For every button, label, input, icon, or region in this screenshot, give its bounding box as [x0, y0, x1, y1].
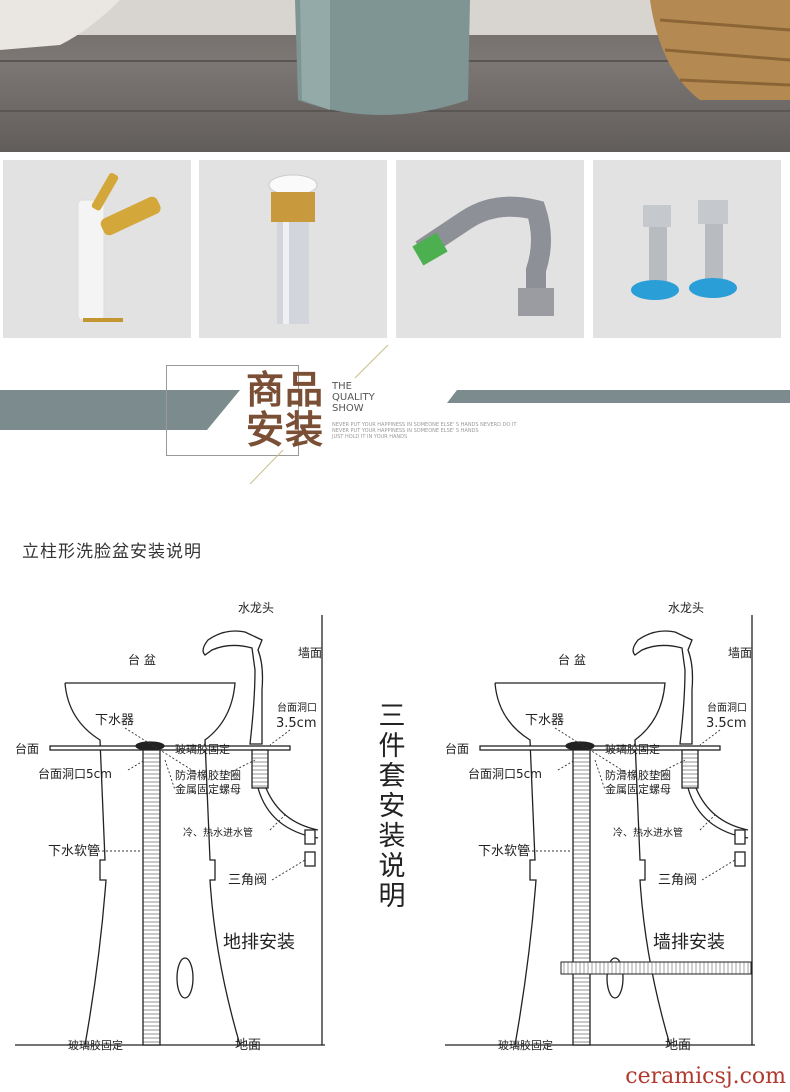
label-glass-glue: 玻璃胶固定: [175, 742, 230, 756]
label-faucet: 水龙头: [238, 601, 274, 615]
floor-drain-diagram: [15, 615, 325, 1046]
banner-en-line: QUALITY: [332, 392, 375, 403]
label-drain-hose: 下水软管: [478, 844, 530, 859]
label-drain-hose: 下水软管: [48, 844, 100, 859]
section-title: 立柱形洗脸盆安装说明: [22, 542, 202, 562]
vertical-char: 装: [378, 821, 406, 852]
hero-photo: [0, 0, 790, 152]
banner-english: THE QUALITY SHOW: [332, 381, 375, 414]
valve-icon: [631, 200, 737, 300]
watermark: ceramicsj.com: [625, 1064, 786, 1089]
vertical-char: 套: [378, 761, 406, 792]
banner-decoration: [0, 344, 790, 485]
label-install-type: 地排安装: [223, 932, 295, 953]
label-counter-hole: 台面洞口: [707, 701, 747, 714]
label-inlet-pipe: 冷、热水进水管: [613, 826, 683, 839]
label-floor: 地面: [235, 1038, 261, 1053]
label-nut: 金属固定螺母: [605, 782, 671, 796]
label-install-type: 墙排安装: [653, 932, 725, 953]
label-basin: 台 盆: [558, 652, 586, 667]
label-inlet-pipe: 冷、热水进水管: [183, 826, 253, 839]
label-angle-valve: 三角阀: [658, 873, 697, 888]
faucet-drawing: [202, 630, 264, 745]
banner-slogan: JUST HOLD IT IN YOUR HANDS: [332, 434, 408, 440]
label-faucet: 水龙头: [668, 601, 704, 615]
label-glass-glue-bottom: 玻璃胶固定: [68, 1038, 123, 1052]
vertical-char: 说: [378, 851, 406, 882]
banner-slogan: NEVER PUT YOUR HAPPINESS IN SOMEONE ELSE…: [332, 428, 479, 434]
drain-icon: [268, 174, 318, 324]
vertical-char: 件: [378, 731, 406, 762]
hero-scene: [0, 0, 790, 115]
label-wall: 墙面: [298, 646, 322, 660]
label-counter-hole: 台面洞口: [277, 701, 317, 714]
thumb-hose[interactable]: [396, 160, 584, 338]
label-size: 3.5cm: [276, 716, 317, 731]
thumb-drain[interactable]: [199, 160, 387, 338]
drain-hose-pipe: [142, 749, 161, 1046]
banner-title-line1: 商品: [246, 368, 325, 412]
thumb-faucet[interactable]: [3, 160, 191, 338]
label-counter-hole-5: 台面洞口5cm: [468, 766, 542, 781]
label-counter-hole-5: 台面洞口5cm: [38, 766, 112, 781]
thumb-angle-valves[interactable]: [593, 160, 781, 338]
label-size: 3.5cm: [706, 716, 747, 731]
banner-title: 商品 安装: [246, 370, 324, 450]
banner-slogan: NEVER PUT YOUR HAPPINESS IN SOMEONE ELSE…: [332, 422, 517, 428]
label-washer: 防滑橡胶垫圈: [605, 768, 671, 782]
basin-pedestal: [64, 682, 241, 1046]
banner-en-line: THE: [332, 381, 352, 392]
label-drain: 下水器: [95, 713, 134, 728]
faucet-icon: [77, 173, 161, 322]
label-basin: 台 盆: [128, 652, 156, 667]
vertical-title: 三 件 套 安 装 说 明: [378, 702, 406, 912]
label-counter: 台面: [15, 741, 39, 756]
banner-en-line: SHOW: [332, 403, 364, 414]
vertical-char: 明: [378, 881, 406, 912]
label-glass-glue-bottom: 玻璃胶固定: [498, 1038, 553, 1052]
vertical-char: 三: [378, 701, 406, 732]
faucet-shank: [251, 749, 269, 789]
access-hole: [176, 957, 194, 999]
label-drain: 下水器: [525, 713, 564, 728]
label-floor: 地面: [665, 1038, 691, 1053]
counter-top: [49, 745, 291, 751]
hose-icon: [412, 196, 554, 316]
label-wall: 墙面: [728, 646, 752, 660]
banner-title-line2: 安装: [246, 408, 325, 452]
diagram-labels: 水龙头 墙面 台 盆 下水器 台面 玻璃胶固定 台面洞口5cm 台面洞口 3.5…: [15, 601, 322, 1053]
label-washer: 防滑橡胶垫圈: [175, 768, 241, 782]
label-glass-glue: 玻璃胶固定: [605, 742, 660, 756]
vertical-char: 安: [378, 791, 406, 822]
label-angle-valve: 三角阀: [228, 873, 267, 888]
label-nut: 金属固定螺母: [175, 782, 241, 796]
label-counter: 台面: [445, 741, 469, 756]
wall-drain-diagram: 水龙头 墙面 台 盆 下水器 台面 玻璃胶固定 台面洞口5cm 台面洞口 3.5…: [444, 601, 756, 1053]
